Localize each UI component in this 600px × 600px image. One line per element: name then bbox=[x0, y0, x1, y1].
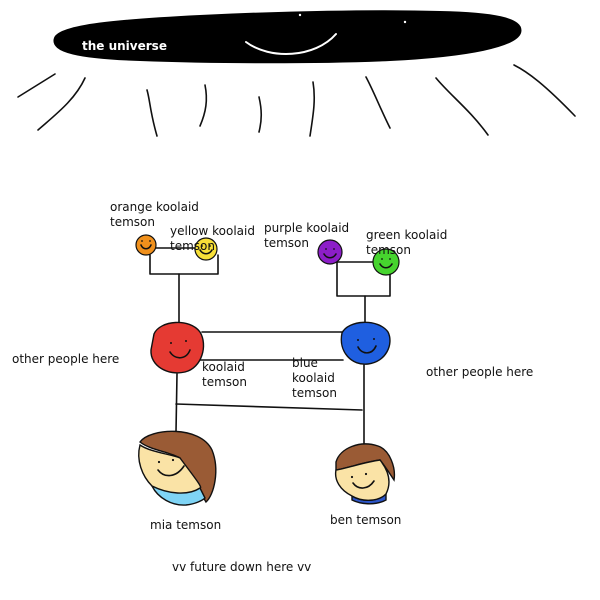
mia-label: mia temson bbox=[150, 518, 222, 532]
yellow-koolaid-head bbox=[194, 237, 218, 261]
orange-koolaid-head bbox=[135, 234, 157, 256]
universe-rays bbox=[17, 64, 576, 137]
universe-smile bbox=[245, 33, 337, 55]
green-koolaid-label: green koolaid temson bbox=[366, 228, 448, 257]
tree-connectors bbox=[147, 247, 391, 451]
blue-koolaid-label: blue koolaid temson bbox=[292, 356, 337, 400]
red-koolaid-label: koolaid temson bbox=[202, 360, 247, 389]
right-note: other people here bbox=[426, 365, 534, 379]
left-note: other people here bbox=[12, 352, 120, 366]
ben-label: ben temson bbox=[330, 513, 402, 527]
orange-koolaid-label: orange koolaid temson bbox=[110, 200, 199, 229]
star bbox=[403, 20, 407, 24]
ben-portrait bbox=[334, 443, 396, 505]
future-note: vv future down here vv bbox=[172, 560, 312, 574]
blue-koolaid-head bbox=[340, 321, 391, 365]
mia-portrait bbox=[138, 430, 217, 506]
purple-koolaid-label: purple koolaid temson bbox=[264, 221, 350, 250]
red-koolaid-head bbox=[150, 321, 205, 374]
star bbox=[298, 13, 302, 17]
universe-blob bbox=[53, 10, 522, 64]
universe-label: the universe bbox=[82, 39, 167, 53]
green-koolaid-head bbox=[372, 248, 400, 276]
purple-koolaid-head bbox=[317, 239, 343, 265]
yellow-koolaid-label: yellow koolaid temson bbox=[170, 224, 255, 253]
